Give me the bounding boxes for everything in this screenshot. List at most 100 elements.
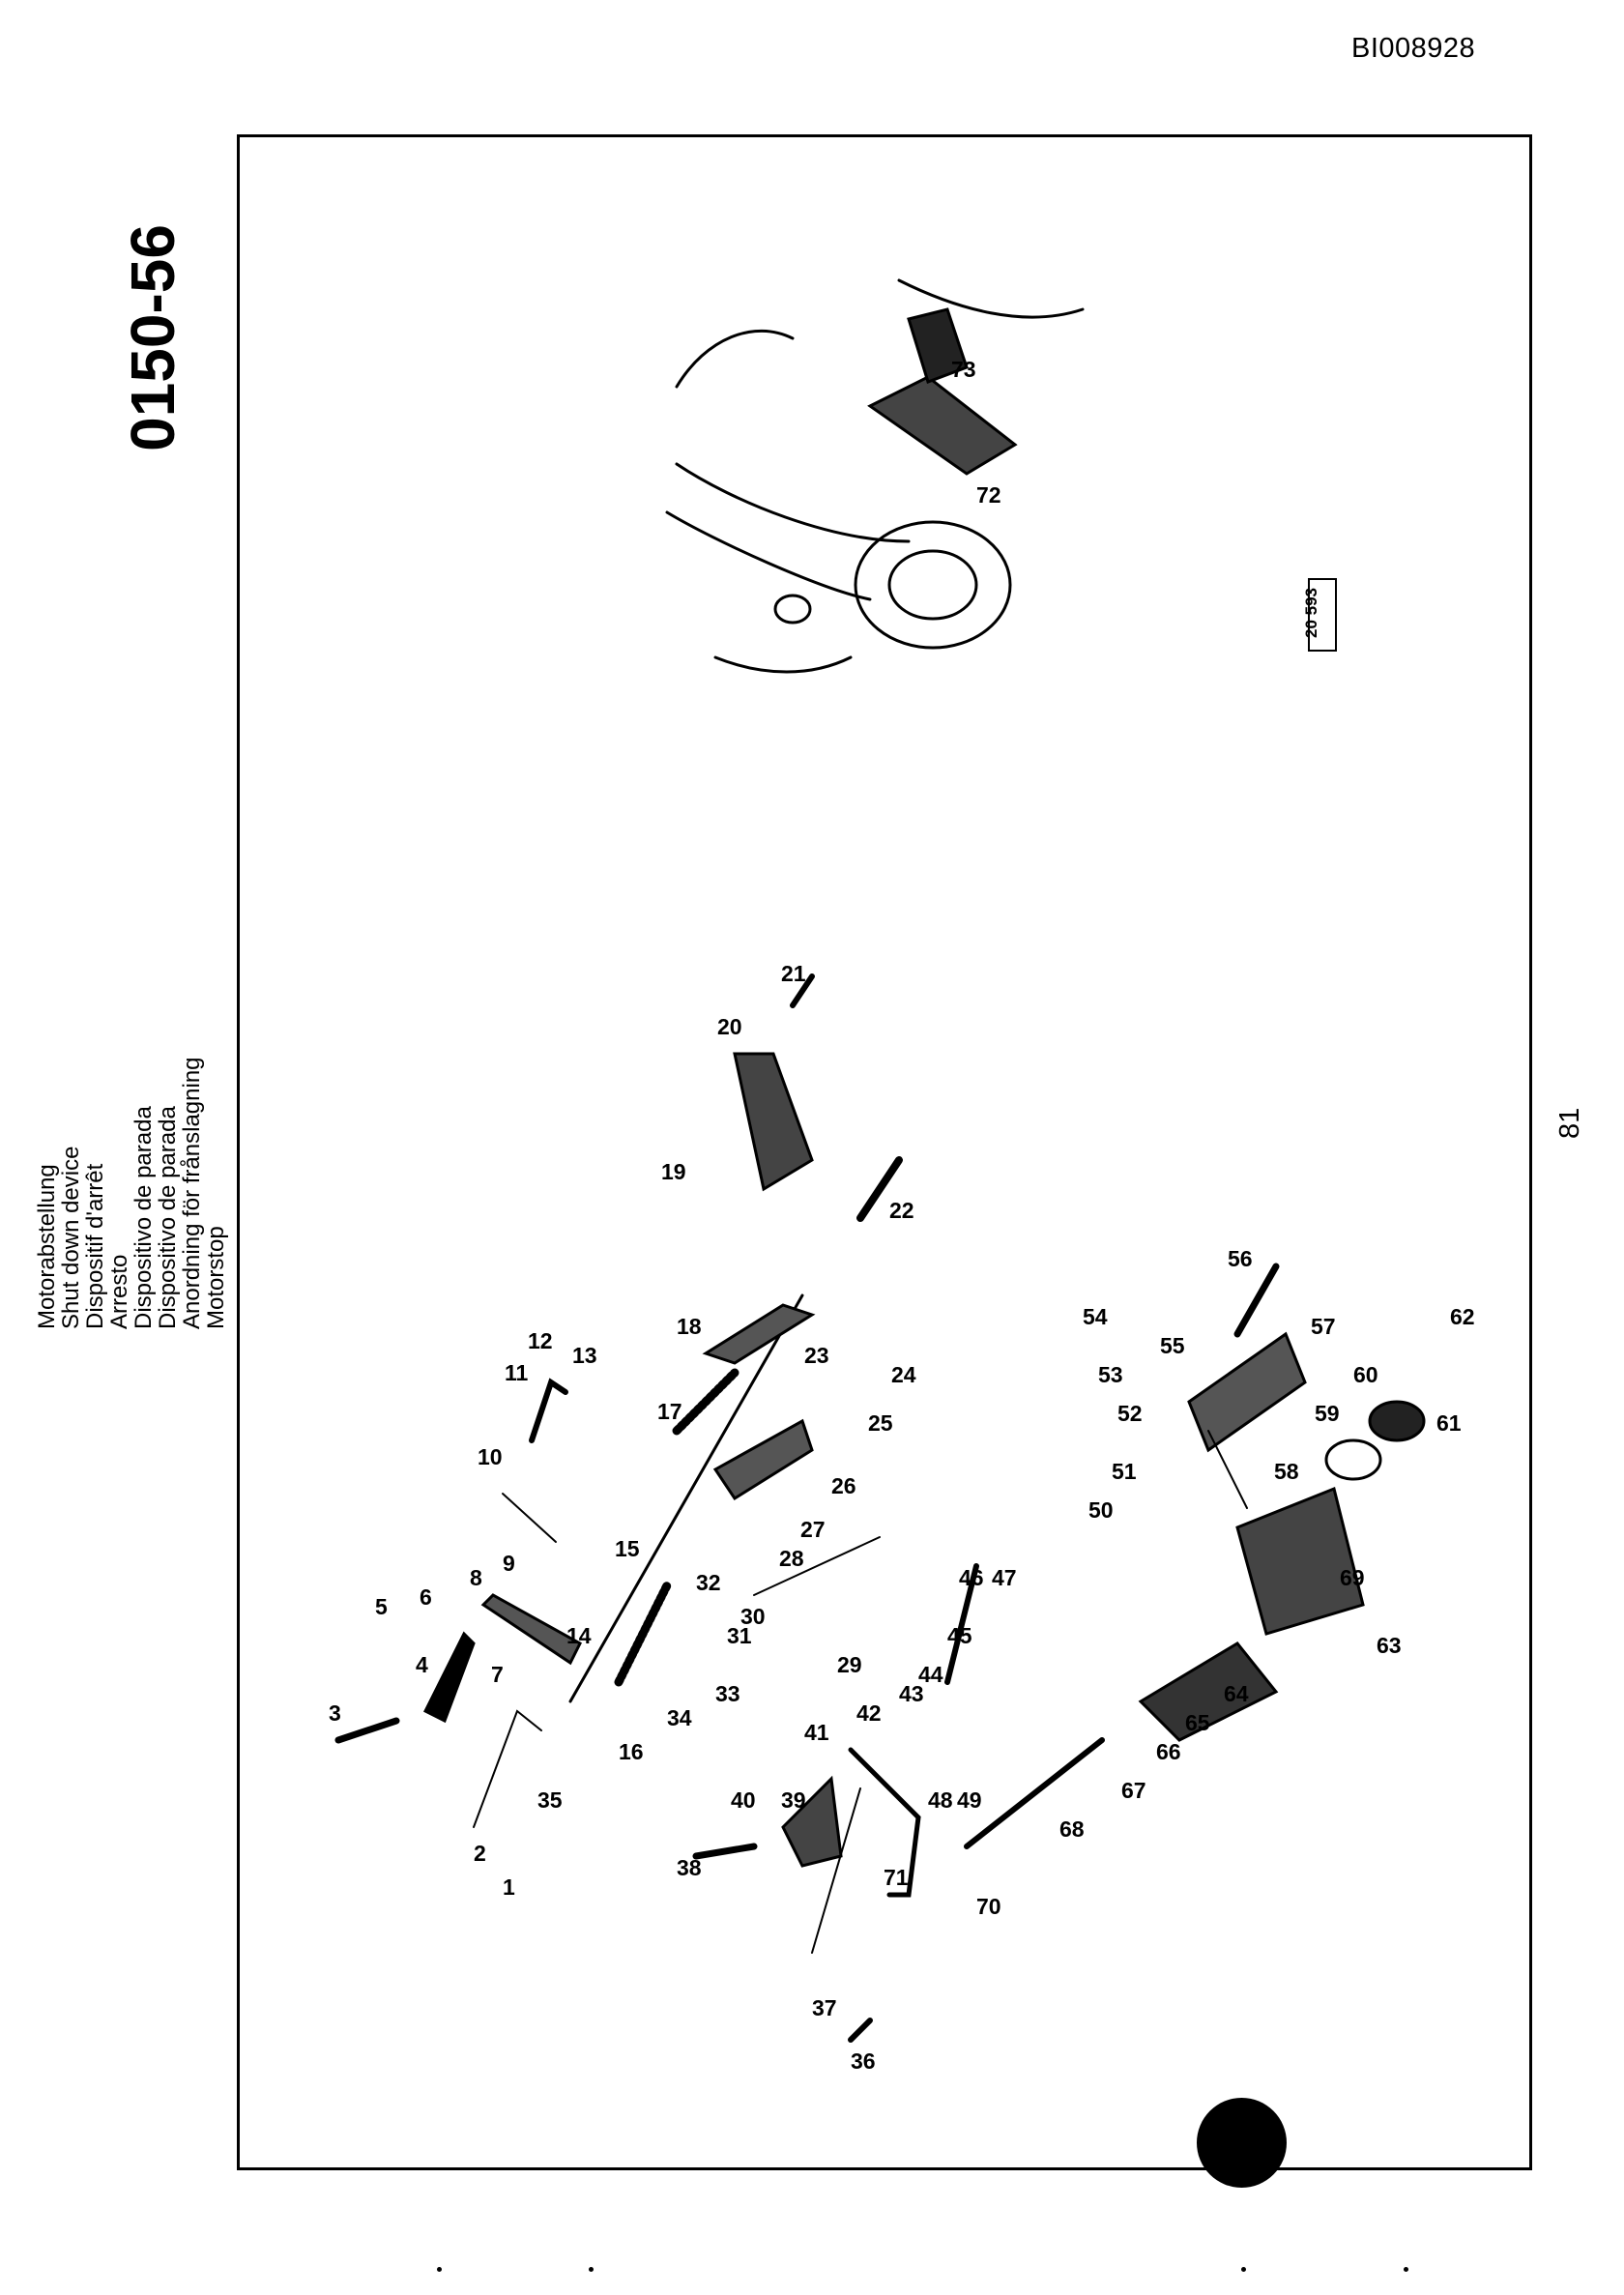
part-label: 13: [572, 1343, 597, 1368]
part-label: 35: [537, 1787, 563, 1813]
part-label: 49: [957, 1787, 982, 1813]
lever-7: [480, 1593, 582, 1666]
part-label: 24: [891, 1362, 916, 1387]
rod-68: [964, 1737, 1105, 1849]
bracket-57: [1187, 1331, 1307, 1453]
part-label: 30: [740, 1604, 766, 1629]
belt-bottom: [665, 510, 872, 601]
cylinder-64: [1138, 1641, 1279, 1742]
bolt-21: [790, 973, 815, 1008]
bracket-4: [422, 1631, 476, 1724]
motor-58: [1235, 1486, 1365, 1636]
part-label: 71: [884, 1865, 909, 1890]
lever-42: [848, 1747, 921, 1898]
part-label: 63: [1377, 1633, 1402, 1658]
pulley-outer: [854, 520, 1012, 650]
part-label: 70: [976, 1894, 1001, 1919]
leader-10: [502, 1493, 557, 1543]
part-label: 1: [503, 1874, 515, 1900]
part-label: 73: [951, 357, 976, 382]
pulley-inner: [887, 549, 978, 621]
bracket-18: [702, 1303, 816, 1365]
part-label: 16: [619, 1739, 644, 1764]
black-circle-marker: [1197, 2098, 1287, 2188]
part-label: 4: [416, 1652, 428, 1677]
scan-dot: [1241, 2267, 1246, 2272]
part-label: 60: [1353, 1362, 1378, 1387]
part-72: [867, 375, 1018, 476]
part-label-group: 1 2 3 4 5 6 7 8 9 10 11 12 13 14 15 16 1…: [329, 357, 1475, 2074]
part-label: 40: [731, 1787, 756, 1813]
part-label: 6: [420, 1584, 432, 1610]
scan-dot: [589, 2267, 594, 2272]
part-label: 29: [837, 1652, 862, 1677]
figure-ref-box: 20 593: [1302, 578, 1337, 652]
bracket-26: [712, 1418, 814, 1501]
part-label: 2: [474, 1841, 486, 1866]
part-label: 21: [781, 961, 806, 986]
part-label: 65: [1185, 1710, 1210, 1735]
part-label: 26: [831, 1473, 856, 1498]
spring-17b: [614, 1581, 672, 1687]
part-label: 18: [677, 1314, 702, 1339]
part-label: 15: [615, 1536, 640, 1561]
part-label: 27: [800, 1517, 826, 1542]
housing-edge: [713, 655, 853, 674]
part-label: 51: [1112, 1459, 1137, 1484]
boss: [773, 594, 812, 625]
screw-36: [848, 2018, 873, 2043]
part-label: 52: [1117, 1401, 1143, 1426]
fan-blades: [675, 329, 795, 389]
part-label: 50: [1088, 1497, 1114, 1523]
part-label: 54: [1083, 1304, 1108, 1329]
pin-11: [529, 1378, 568, 1443]
part-label: 5: [375, 1594, 388, 1619]
part-label: 59: [1315, 1401, 1340, 1426]
part-label: 37: [812, 1995, 837, 2020]
part-label: 20: [717, 1014, 742, 1039]
leader-58: [1207, 1430, 1248, 1509]
part-label: 48: [928, 1787, 953, 1813]
part-label: 62: [1450, 1304, 1475, 1329]
belt-top: [675, 462, 911, 543]
part-label: 47: [992, 1565, 1017, 1590]
part-label: 12: [528, 1328, 553, 1353]
part-label: 55: [1160, 1333, 1185, 1358]
document-id: BI008928: [1351, 33, 1476, 64]
part-label: 66: [1156, 1739, 1181, 1764]
part-label: 23: [804, 1343, 829, 1368]
part-label: 7: [491, 1662, 504, 1687]
part-label: 67: [1121, 1778, 1146, 1803]
part-label: 41: [804, 1720, 829, 1745]
part-label: 61: [1436, 1410, 1462, 1436]
rod-15: [568, 1293, 804, 1703]
part-label: 33: [715, 1681, 740, 1706]
leader-37: [811, 1787, 861, 1954]
part-label: 57: [1311, 1314, 1336, 1339]
bolt-22: [856, 1156, 903, 1222]
scan-dot: [437, 2267, 442, 2272]
part-label: 8: [470, 1565, 482, 1590]
plate-20: [733, 1052, 814, 1192]
part-label: 10: [478, 1444, 503, 1469]
bolt-38: [692, 1843, 758, 1860]
part-label: 17: [657, 1399, 682, 1424]
part-label: 64: [1224, 1681, 1249, 1706]
ring-59: [1324, 1438, 1382, 1481]
part-label: 43: [899, 1681, 924, 1706]
part-label: 14: [566, 1623, 592, 1648]
part-label: 31: [727, 1623, 752, 1648]
part-label: 68: [1059, 1816, 1085, 1842]
part-label: 38: [677, 1855, 702, 1880]
bolt-56: [1233, 1263, 1280, 1338]
fan-housing: [897, 278, 1085, 319]
part-label: 34: [667, 1705, 692, 1730]
part-label: 72: [976, 482, 1001, 508]
part-label: 19: [661, 1159, 686, 1184]
part-label: 3: [329, 1700, 341, 1726]
drawing-frame: [237, 134, 1532, 2170]
part-label: 58: [1274, 1459, 1299, 1484]
leader-2-1: [473, 1709, 542, 1828]
part-label: 28: [779, 1546, 804, 1571]
